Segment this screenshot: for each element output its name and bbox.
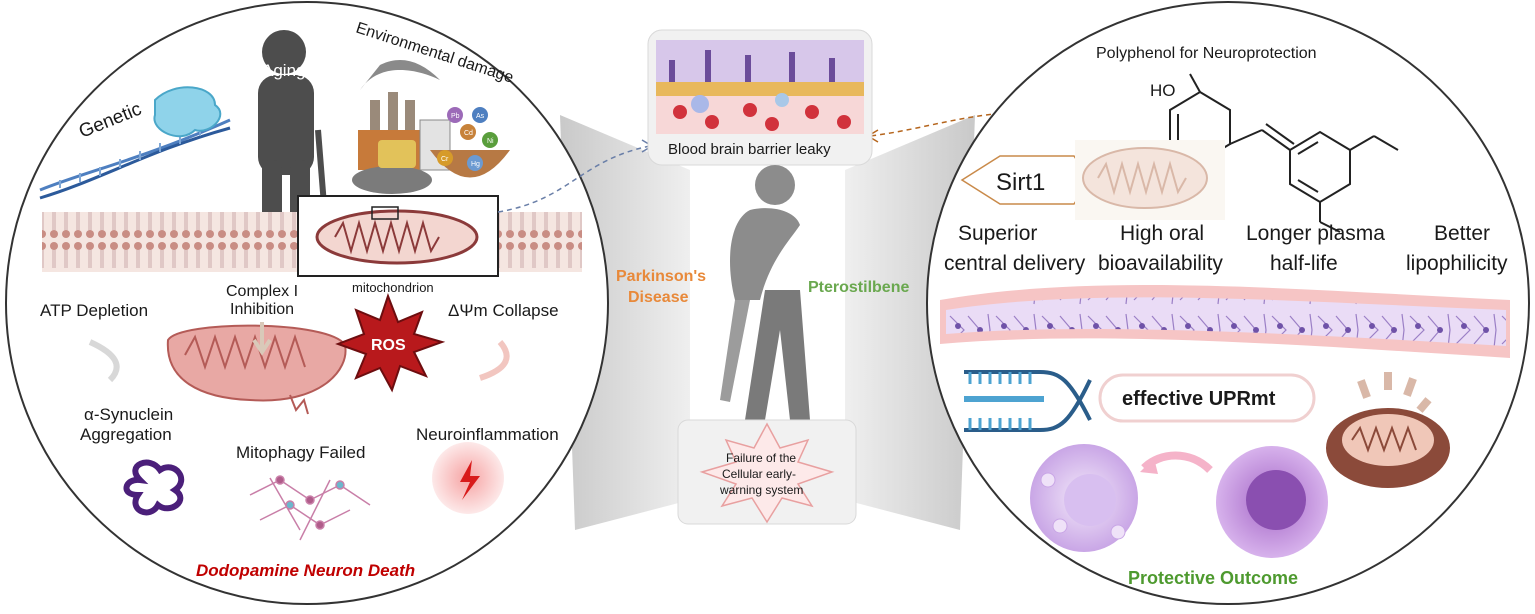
metal-label: Pb bbox=[451, 113, 460, 120]
uprmt-pill bbox=[1098, 373, 1316, 423]
barrel-icon bbox=[352, 140, 432, 194]
dna-helix-icon bbox=[39, 118, 231, 200]
metal-label: Cd bbox=[464, 130, 473, 137]
complex-i-line1: Complex I bbox=[226, 283, 298, 300]
cell-nucleus-icon bbox=[1064, 474, 1116, 526]
uprmt-label: effective UPRmt bbox=[1122, 388, 1276, 410]
lightning-icon bbox=[460, 460, 480, 500]
benefit-3-line1: Longer plasma bbox=[1246, 222, 1385, 245]
benefit-1-line2: central delivery bbox=[944, 252, 1086, 275]
benefit-2-line1: High oral bbox=[1120, 222, 1204, 245]
metal-label: Ni bbox=[487, 138, 494, 145]
metal-label: As bbox=[476, 113, 485, 120]
protein-icon bbox=[153, 86, 222, 138]
benefit-3-line2: half-life bbox=[1270, 252, 1338, 275]
benefit-1: Superior central delivery bbox=[944, 222, 1086, 275]
benefit-4: Better lipophilicity bbox=[1406, 222, 1508, 275]
heavy-metals-bowl-icon: Pb As Cd Ni Cr Hg bbox=[430, 107, 510, 178]
benefit-1-line1: Superior bbox=[958, 222, 1037, 245]
synuclein-line1: α-Synuclein bbox=[84, 405, 173, 424]
protective-outcome-label: Protective Outcome bbox=[1128, 568, 1298, 588]
left-dashed-arrow bbox=[497, 145, 651, 213]
complex-i-line2: Inhibition bbox=[230, 301, 294, 318]
recovery-arrowhead-icon bbox=[1140, 458, 1158, 474]
vesicle-icon bbox=[1052, 518, 1068, 534]
pd-line2: Disease bbox=[628, 289, 689, 306]
complex-i-label: Complex I Inhibition bbox=[226, 283, 302, 318]
pd-label: Parkinson's Disease bbox=[616, 268, 711, 306]
neuron-death-label: Dodopamine Neuron Death bbox=[196, 561, 415, 580]
ros-burst-icon bbox=[335, 293, 446, 393]
damaged-mitochondrion-icon bbox=[166, 324, 347, 415]
benefit-4-line1: Better bbox=[1434, 222, 1490, 245]
mitophagy-label: Mitophagy Failed bbox=[236, 443, 365, 462]
sirt1-label: Sirt1 bbox=[996, 169, 1045, 196]
warning-line3: warning system bbox=[719, 483, 803, 497]
warning-line2: Cellular early- bbox=[722, 467, 796, 481]
warning-line1: Failure of the bbox=[726, 451, 796, 465]
ros-label: ROS bbox=[371, 337, 406, 354]
right-title: Polyphenol for Neuroprotection bbox=[1096, 45, 1317, 62]
bbb-label: Blood brain barrier leaky bbox=[668, 141, 831, 158]
vesicle-icon bbox=[1040, 472, 1056, 488]
aging-label: Aging bbox=[262, 61, 305, 80]
exploding-mitochondrion-icon bbox=[1326, 372, 1450, 488]
ho-label: HO bbox=[1150, 81, 1176, 100]
synuclein-line2: Aggregation bbox=[80, 425, 172, 444]
dna-ladder-icon bbox=[964, 370, 1092, 432]
mitochondrion-label: mitochondrion bbox=[352, 280, 434, 295]
cell-nucleus-icon bbox=[1246, 470, 1306, 530]
right-panel: Polyphenol for Neuroprotection HO Sirt1 bbox=[926, 1, 1530, 605]
benefit-4-line2: lipophilicity bbox=[1406, 252, 1508, 275]
synuclein-aggregate-icon bbox=[123, 459, 185, 516]
mitochondrion-icon bbox=[315, 206, 479, 265]
blood-vessel-icon bbox=[940, 285, 1510, 358]
atp-depletion-label: ATP Depletion bbox=[40, 301, 148, 320]
pterostilbene-label: Pterostilbene bbox=[808, 279, 909, 296]
benefit-3: Longer plasma half-life bbox=[1246, 222, 1391, 275]
vesicle-icon bbox=[1110, 524, 1126, 540]
synuclein-label: α-Synuclein Aggregation bbox=[80, 405, 178, 444]
dpsi-collapse-label: ΔΨm Collapse bbox=[448, 301, 559, 320]
bbb-illustration-icon bbox=[656, 40, 864, 134]
warning-label: Failure of the Cellular early- warning s… bbox=[719, 451, 803, 497]
metal-label: Cr bbox=[441, 156, 449, 163]
benefit-2: High oral bioavailability bbox=[1098, 222, 1223, 275]
complex-i-arrow-icon bbox=[252, 322, 272, 356]
mitochondrion-icon bbox=[1075, 140, 1225, 220]
left-panel: Genetic Aging Environmental damage bbox=[5, 1, 609, 605]
warning-star-icon bbox=[699, 422, 835, 524]
neuroinflammation-label: Neuroinflammation bbox=[416, 425, 559, 444]
benefit-2-line2: bioavailability bbox=[1098, 252, 1223, 275]
pd-line1: Parkinson's bbox=[616, 268, 706, 285]
center-panel: Blood brain barrier leaky Parkinson's Di… bbox=[616, 29, 909, 525]
metal-label: Hg bbox=[471, 161, 480, 168]
neuron-network-icon bbox=[249, 475, 371, 541]
atp-arrow-icon bbox=[88, 339, 120, 383]
dpsi-arrow-icon bbox=[479, 340, 510, 381]
